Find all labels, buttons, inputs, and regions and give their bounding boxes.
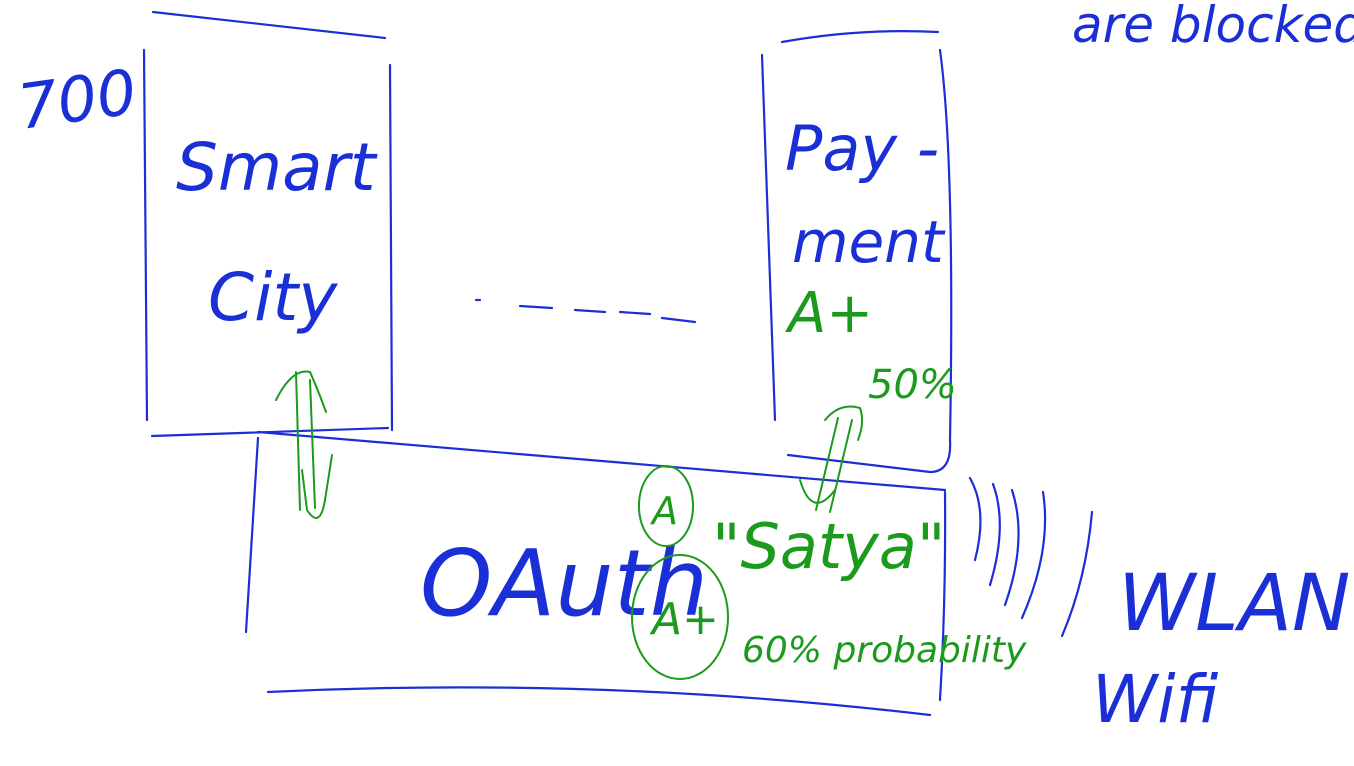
count-label: 700 <box>13 55 140 144</box>
grade-a-plus-circle <box>631 554 729 680</box>
payment-label-line2: ment <box>792 208 946 276</box>
smart-city-label-line1: Smart <box>176 129 378 206</box>
smart-city-oauth-arrow <box>275 370 333 519</box>
payment-box <box>760 30 953 474</box>
probability-note: 60% probability <box>742 630 1027 671</box>
user-name: "Satya" <box>712 510 945 583</box>
smart-city-box <box>142 10 394 438</box>
continuation-dashes <box>474 298 697 324</box>
oauth-box <box>244 430 947 717</box>
grade-a-circle <box>638 465 694 547</box>
wlan-label: WLAN <box>1118 559 1350 649</box>
payment-label-line1: Pay - <box>785 112 939 185</box>
grade-a-plus-label: A+ <box>649 594 719 645</box>
oauth-label: OAuth <box>420 530 708 637</box>
wifi-label: Wifi <box>1092 661 1219 738</box>
payment-oauth-arrow <box>799 405 864 513</box>
grade-a-label: A <box>649 489 678 533</box>
payment-percent: 50% <box>868 362 957 408</box>
top-right-note: are blocked <box>1072 0 1354 54</box>
wifi-signal-icon <box>968 476 1094 638</box>
payment-grade: A+ <box>785 281 873 346</box>
smart-city-label-line2: City <box>208 259 338 336</box>
